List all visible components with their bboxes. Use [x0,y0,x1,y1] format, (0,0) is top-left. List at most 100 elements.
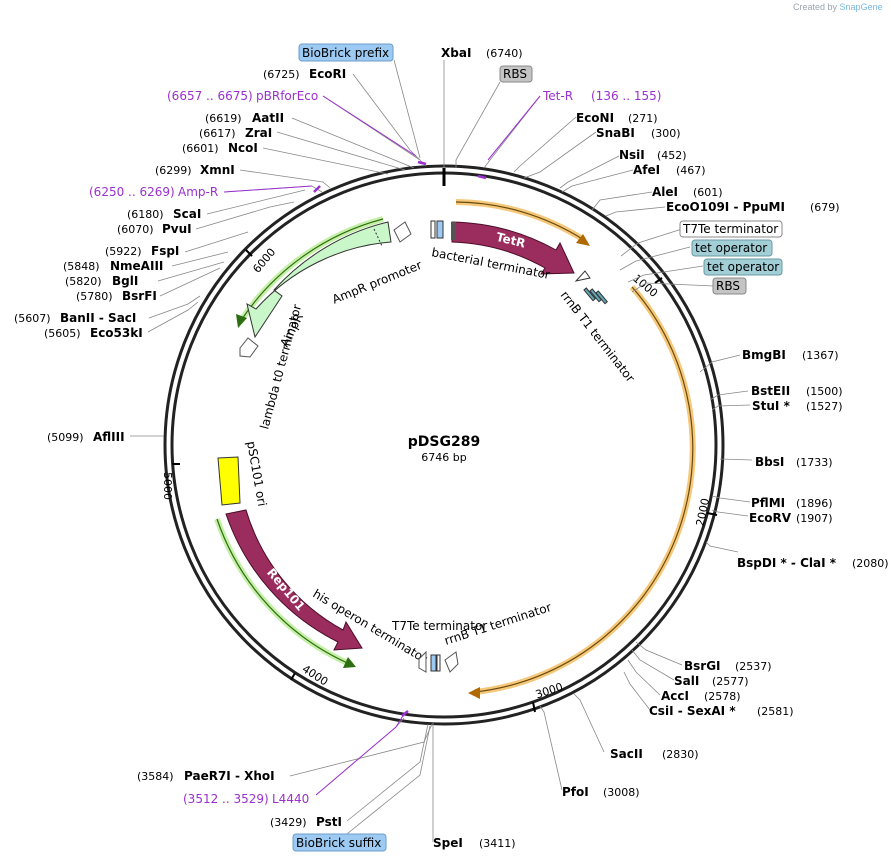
primer-labels: (6657 .. 6675) pBRforEco (6250 .. 6269) … [89,89,661,806]
primer-mark-l4440 [401,710,409,717]
site-zrai-name: ZraI [245,126,272,140]
site-acci-pos: (2578) [704,690,741,703]
site-pvui-name: PvuI [162,222,192,236]
t7te-bottom-label: T7Te terminator [391,619,487,633]
site-pfoi-name: PfoI [562,785,589,799]
site-snabi-pos: (300) [651,127,681,140]
site-labels-right: EcoNI (271) SnaBI (300) NsiI (452) AfeI … [137,111,889,850]
rbs-box-right [712,277,747,295]
lambda-t0-terminator-mark [239,337,259,358]
site-ncoi-name: NcoI [228,141,258,155]
site-stui-pos: (1527) [806,400,843,413]
site-bsrfi-pos: (5780) [76,290,113,303]
psc101-ori-block [217,456,241,506]
tet-operator-text-1: tet operator [695,241,767,255]
orange-large-arc [474,285,696,695]
site-pflmi-pos: (1896) [796,497,833,510]
terminator-mark-a [574,270,591,282]
primer-mark-pbrforeco [417,160,427,166]
scale-tick-4000 [290,672,296,681]
green-arrowhead-ampr [236,314,247,328]
site-fspi-name: FspI [151,244,179,258]
site-bbsi-pos: (1733) [796,456,833,469]
site-snabi-name: SnaBI [596,126,635,140]
site-nmeaiii-pos: (5848) [63,260,100,273]
site-aatii-name: AatII [252,111,284,125]
site-banii-saci-name: BanII - SacI [60,311,136,325]
tetr-start-marker [451,222,456,240]
site-xbai-name: XbaI [441,46,471,60]
snapgene-credit: Created by SnapGene [793,2,883,12]
site-bbsi-name: BbsI [755,455,784,469]
primer-l4440-range: (3512 .. 3529) [183,792,269,806]
site-eco53ki-pos: (5605) [44,327,81,340]
site-eco0109i-pos: (679) [810,201,840,214]
site-spei-pos: (3411) [479,837,516,850]
tet-operator-box-1 [691,239,773,257]
site-csii-sexai-pos: (2581) [757,705,794,718]
site-econi-name: EcoNI [576,111,614,125]
site-banii-saci-pos: (5607) [14,312,51,325]
site-pfoi-pos: (3008) [603,786,640,799]
biobrick-suffix-box [292,833,387,852]
site-bgli-name: BglI [112,274,138,288]
terminator-mark-bottom-right [444,651,459,673]
site-spei-name: SpeI [433,836,463,850]
tetr-label: TetR [495,230,527,251]
orange-arrowhead-bottom [468,687,480,699]
biobrick-suffix-text: BioBrick suffix [296,836,381,850]
site-bsteii-pos: (1500) [806,385,843,398]
site-csii-sexai-name: CsiI - SexAI * [649,704,736,718]
site-zrai-pos: (6617) [199,127,236,140]
site-alei-name: AleI [652,185,678,199]
t7te-terminator-text: T7Te terminator [682,222,778,236]
site-scai-name: ScaI [173,207,201,221]
rbs-box-top [499,65,533,83]
operator-mark-1 [583,287,596,302]
scale-tick-2000 [706,512,718,516]
primer-pbrforeco-name: pBRforEco [256,89,318,103]
primer-l4440-name: L4440 [272,792,309,806]
terminator-mark-bottom-left [418,650,427,673]
site-psti-name: PstI [316,815,342,829]
site-aatii-pos: (6619) [205,112,242,125]
site-afei-name: AfeI [633,163,660,177]
primer-tetr-range: (136 .. 155) [591,89,661,103]
site-nsii-name: NsiI [619,148,645,162]
operator-mark-3 [595,290,608,305]
site-bsrgi-name: BsrGI [684,659,721,673]
tet-operator-text-2: tet operator [707,260,779,274]
plasmid-name: pDSG289 [408,434,480,450]
site-ecori-name: EcoRI [309,67,346,81]
biobrick-prefix-box [298,43,394,62]
site-xmni-name: XmnI [200,163,235,177]
site-eco0109i-name: EcoO109I - PpuMI [666,200,785,214]
site-bsrgi-pos: (2537) [735,660,772,673]
site-sacii-name: SacII [610,747,643,761]
rbs-text-right: RBS [716,279,740,293]
site-sali-name: SalI [674,674,699,688]
ampr-promoter-divider [373,228,383,247]
credit-prefix: Created by [793,2,838,12]
leader-lines [130,59,753,843]
ampr-promoter-label: AmpR promoter [330,258,424,307]
orange-arrowhead-top [576,234,590,246]
biobrick-mark-bottom [430,654,437,672]
credit-brand: SnapGene [839,2,883,12]
primer-tetr-name: Tet-R [542,89,573,103]
site-ncoi-pos: (6601) [182,142,219,155]
site-ecori-pos: (6725) [263,68,300,81]
site-bsrfi-name: BsrFI [122,289,157,303]
green-arc-ampr-line [239,218,384,323]
orange-feature-arc-line [455,201,585,241]
primer-mark-ampr [313,185,321,193]
biobrick-prefix-text: BioBrick prefix [302,46,389,60]
promoter-small-arrow-top [393,221,412,243]
site-pvui-pos: (6070) [117,223,154,236]
rbs-mark-top [430,220,436,239]
site-bsteii-name: BstEII [751,384,790,398]
green-arc-rep-line [216,518,353,666]
biobrick-mark-top [436,220,444,239]
site-pflmi-name: PflMI [751,496,785,510]
rep101-cds-arrow [225,509,363,651]
